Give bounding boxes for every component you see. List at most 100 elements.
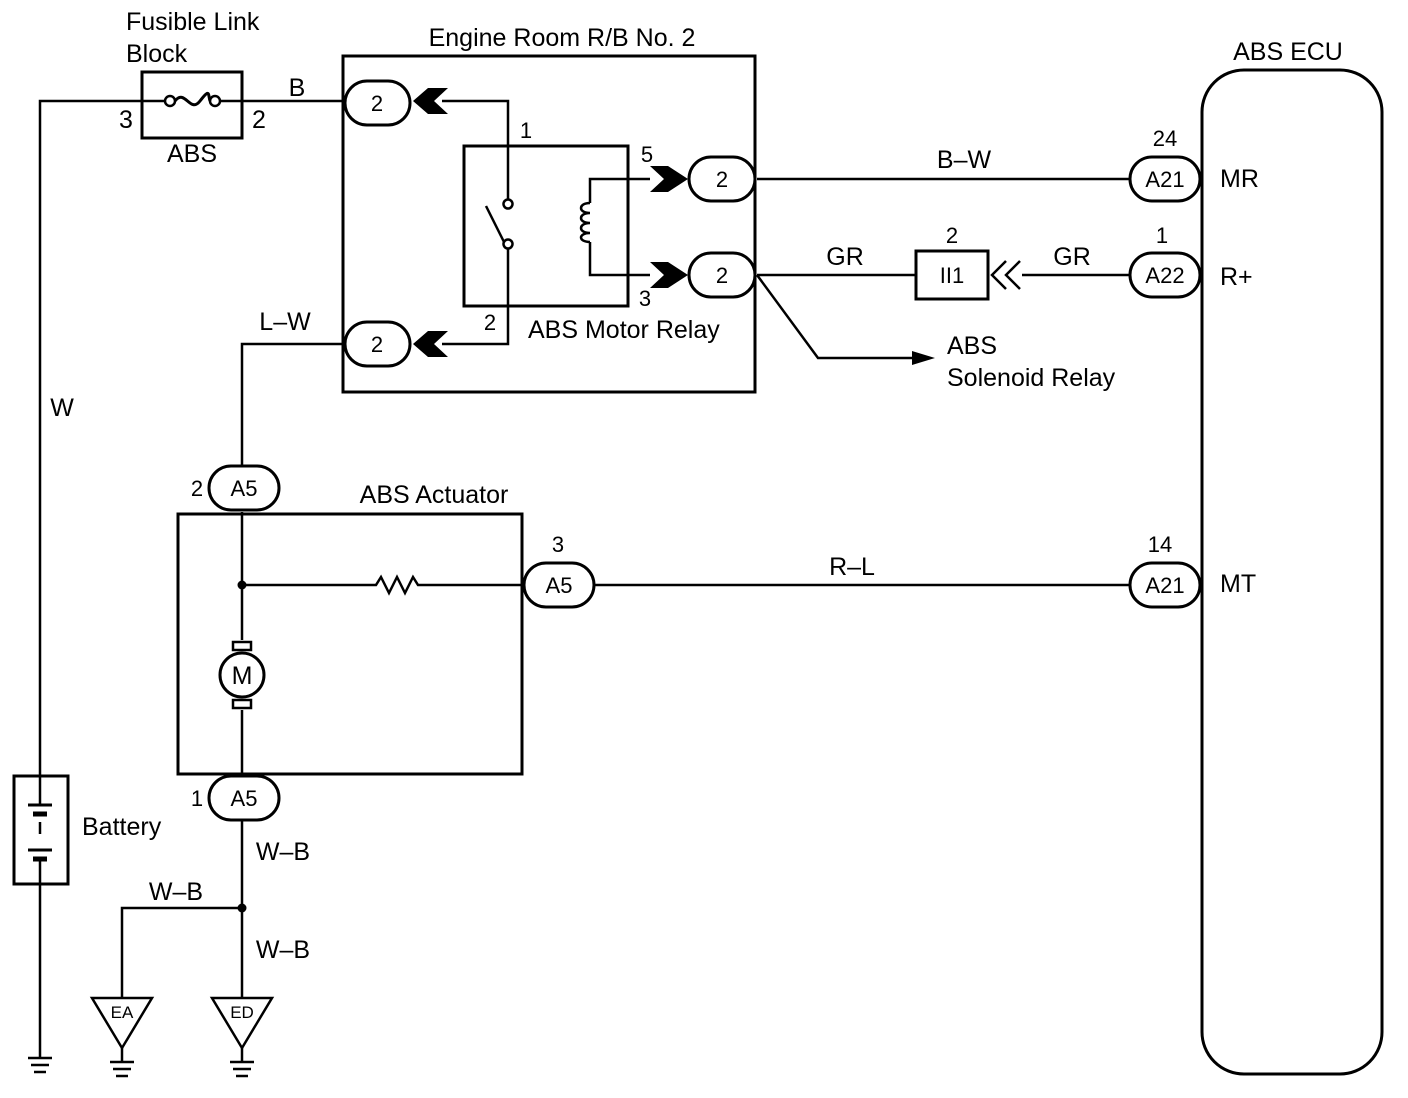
fusible-link-left-dot bbox=[163, 94, 177, 108]
wires bbox=[38, 99, 1130, 1058]
ecu-connector-mt bbox=[1128, 561, 1202, 609]
relay-contact-upper bbox=[502, 198, 514, 210]
fusible-link-block: Fusible Link Block ABS 3 2 bbox=[119, 8, 266, 168]
fusible-link-element-icon bbox=[173, 91, 212, 107]
actuator-connector-right bbox=[522, 561, 596, 609]
motor-relay-pin2: 2 bbox=[484, 310, 496, 335]
relay-block-connector-mr bbox=[687, 155, 757, 203]
ecu-signal-mt: MT bbox=[1220, 570, 1256, 598]
solenoid-relay-label-2: Solenoid Relay bbox=[947, 364, 1116, 392]
wire-label-b: B bbox=[289, 74, 306, 102]
wire-l-w bbox=[240, 342, 343, 466]
relay-block-title: Engine Room R/B No. 2 bbox=[429, 24, 696, 52]
actuator-pin-bottom: 1 bbox=[191, 786, 203, 811]
relay-block-connector-top bbox=[343, 79, 412, 127]
fusible-link-title-1: Fusible Link bbox=[126, 8, 260, 36]
actuator-connector-bottom-label: A5 bbox=[231, 786, 258, 811]
ground-junction-dot bbox=[237, 903, 247, 913]
wire-label-gr-left: GR bbox=[826, 243, 864, 271]
wire-w bbox=[38, 99, 142, 776]
ecu-signal-r-plus: R+ bbox=[1220, 263, 1253, 291]
wire-label-w-b-1: W–B bbox=[256, 838, 310, 866]
solenoid-arrow bbox=[912, 351, 935, 365]
motor-symbol: M bbox=[232, 662, 253, 690]
ground-icon bbox=[110, 1060, 134, 1078]
relay-block: Engine Room R/B No. 2 2 2 2 2 1 2 3 5 AB… bbox=[341, 24, 757, 394]
motor-relay-pin5: 5 bbox=[641, 142, 653, 167]
wire-relay-pin2 bbox=[442, 248, 510, 346]
ecu-connector-r-plus-label: A22 bbox=[1145, 263, 1184, 288]
ground-ed-label: ED bbox=[230, 1003, 254, 1022]
relay-switch-icon bbox=[484, 205, 506, 243]
actuator-connector-top-label: A5 bbox=[231, 476, 258, 501]
wire-solenoid-branch bbox=[755, 274, 920, 360]
abs-actuator-box bbox=[176, 512, 524, 776]
junction-connector-pin: 2 bbox=[946, 223, 958, 248]
relay-block-connector-bottom-label: 2 bbox=[371, 332, 383, 357]
actuator-pin-right: 3 bbox=[552, 532, 564, 557]
actuator-junction-dot bbox=[237, 580, 247, 590]
grounds: EA ED bbox=[28, 996, 275, 1078]
abs-ecu-box bbox=[1200, 68, 1384, 1076]
motor-brush-bottom bbox=[231, 698, 253, 710]
wire-relay-pin5 bbox=[588, 177, 650, 203]
wire-label-l-w: L–W bbox=[259, 308, 311, 336]
ecu-signal-mr: MR bbox=[1220, 165, 1259, 193]
relay-block-connector-top-label: 2 bbox=[371, 91, 383, 116]
junction-connector: II1 2 bbox=[914, 223, 1021, 301]
ecu-pin-r-plus: 1 bbox=[1156, 223, 1168, 248]
terminal-arrow-icon bbox=[650, 262, 688, 288]
relay-block-connector-gr bbox=[687, 251, 757, 299]
wire-label-w: W bbox=[50, 394, 74, 422]
actuator-connector-top bbox=[207, 464, 281, 512]
motor-brush-top bbox=[231, 640, 253, 652]
wire-label-w-b-2: W–B bbox=[149, 878, 203, 906]
motor-relay-name: ABS Motor Relay bbox=[528, 316, 720, 344]
battery: Battery bbox=[12, 774, 162, 886]
wire-label-r-l: R–L bbox=[829, 553, 875, 581]
ground-ea-triangle bbox=[89, 996, 155, 1051]
relay-contact-lower bbox=[502, 238, 514, 250]
abs-actuator: ABS Actuator A5 2 A5 3 A5 1 M bbox=[176, 464, 596, 822]
motor-relay-pin1: 1 bbox=[520, 118, 532, 143]
ecu-connector-mt-label: A21 bbox=[1145, 573, 1184, 598]
fusible-link-name: ABS bbox=[167, 140, 217, 168]
terminal-arrow-icon bbox=[650, 166, 688, 192]
actuator-connector-bottom bbox=[207, 774, 281, 822]
junction-arrow-icon bbox=[990, 260, 1021, 290]
wire-w-b-ea bbox=[120, 906, 242, 1000]
ground-ea-label: EA bbox=[111, 1003, 134, 1022]
wire-relay-pin3 bbox=[588, 242, 650, 277]
wire-relay-pin1 bbox=[442, 99, 510, 200]
terminal-arrow-icon bbox=[413, 88, 448, 114]
battery-label: Battery bbox=[82, 813, 162, 841]
fusible-link-box bbox=[140, 70, 244, 140]
actuator-pin-top: 2 bbox=[191, 476, 203, 501]
ecu-connector-r-plus bbox=[1128, 251, 1202, 299]
ground-icon bbox=[28, 1056, 52, 1074]
fusible-link-title-2: Block bbox=[126, 40, 188, 68]
junction-connector-box bbox=[914, 249, 990, 301]
motor-icon bbox=[218, 651, 266, 699]
wire-label-gr-right: GR bbox=[1053, 243, 1091, 271]
ecu-pin-mr: 24 bbox=[1153, 126, 1177, 151]
abs-actuator-title: ABS Actuator bbox=[360, 481, 509, 509]
ecu-connector-mr bbox=[1128, 155, 1202, 203]
motor-relay-pin3: 3 bbox=[639, 286, 651, 311]
wire-label-w-b-3: W–B bbox=[256, 936, 310, 964]
solenoid-relay-label-1: ABS bbox=[947, 332, 997, 360]
fusible-link-right-dot bbox=[208, 94, 222, 108]
relay-block-box bbox=[341, 54, 757, 394]
relay-block-connector-mr-label: 2 bbox=[716, 167, 728, 192]
ground-icon bbox=[230, 1060, 254, 1078]
terminal-arrow-icon bbox=[413, 331, 448, 357]
relay-block-connector-bottom bbox=[343, 320, 412, 368]
fusible-link-pin-left: 3 bbox=[119, 106, 133, 134]
junction-connector-label: II1 bbox=[940, 263, 964, 288]
ecu-pin-mt: 14 bbox=[1148, 532, 1172, 557]
wire-label-b-w: B–W bbox=[937, 146, 992, 174]
relay-coil-icon bbox=[579, 201, 591, 244]
wire-actuator-resistor bbox=[242, 574, 524, 596]
abs-ecu: ABS ECU A21 24 MR A22 1 R+ A21 14 MT bbox=[1128, 38, 1384, 1076]
